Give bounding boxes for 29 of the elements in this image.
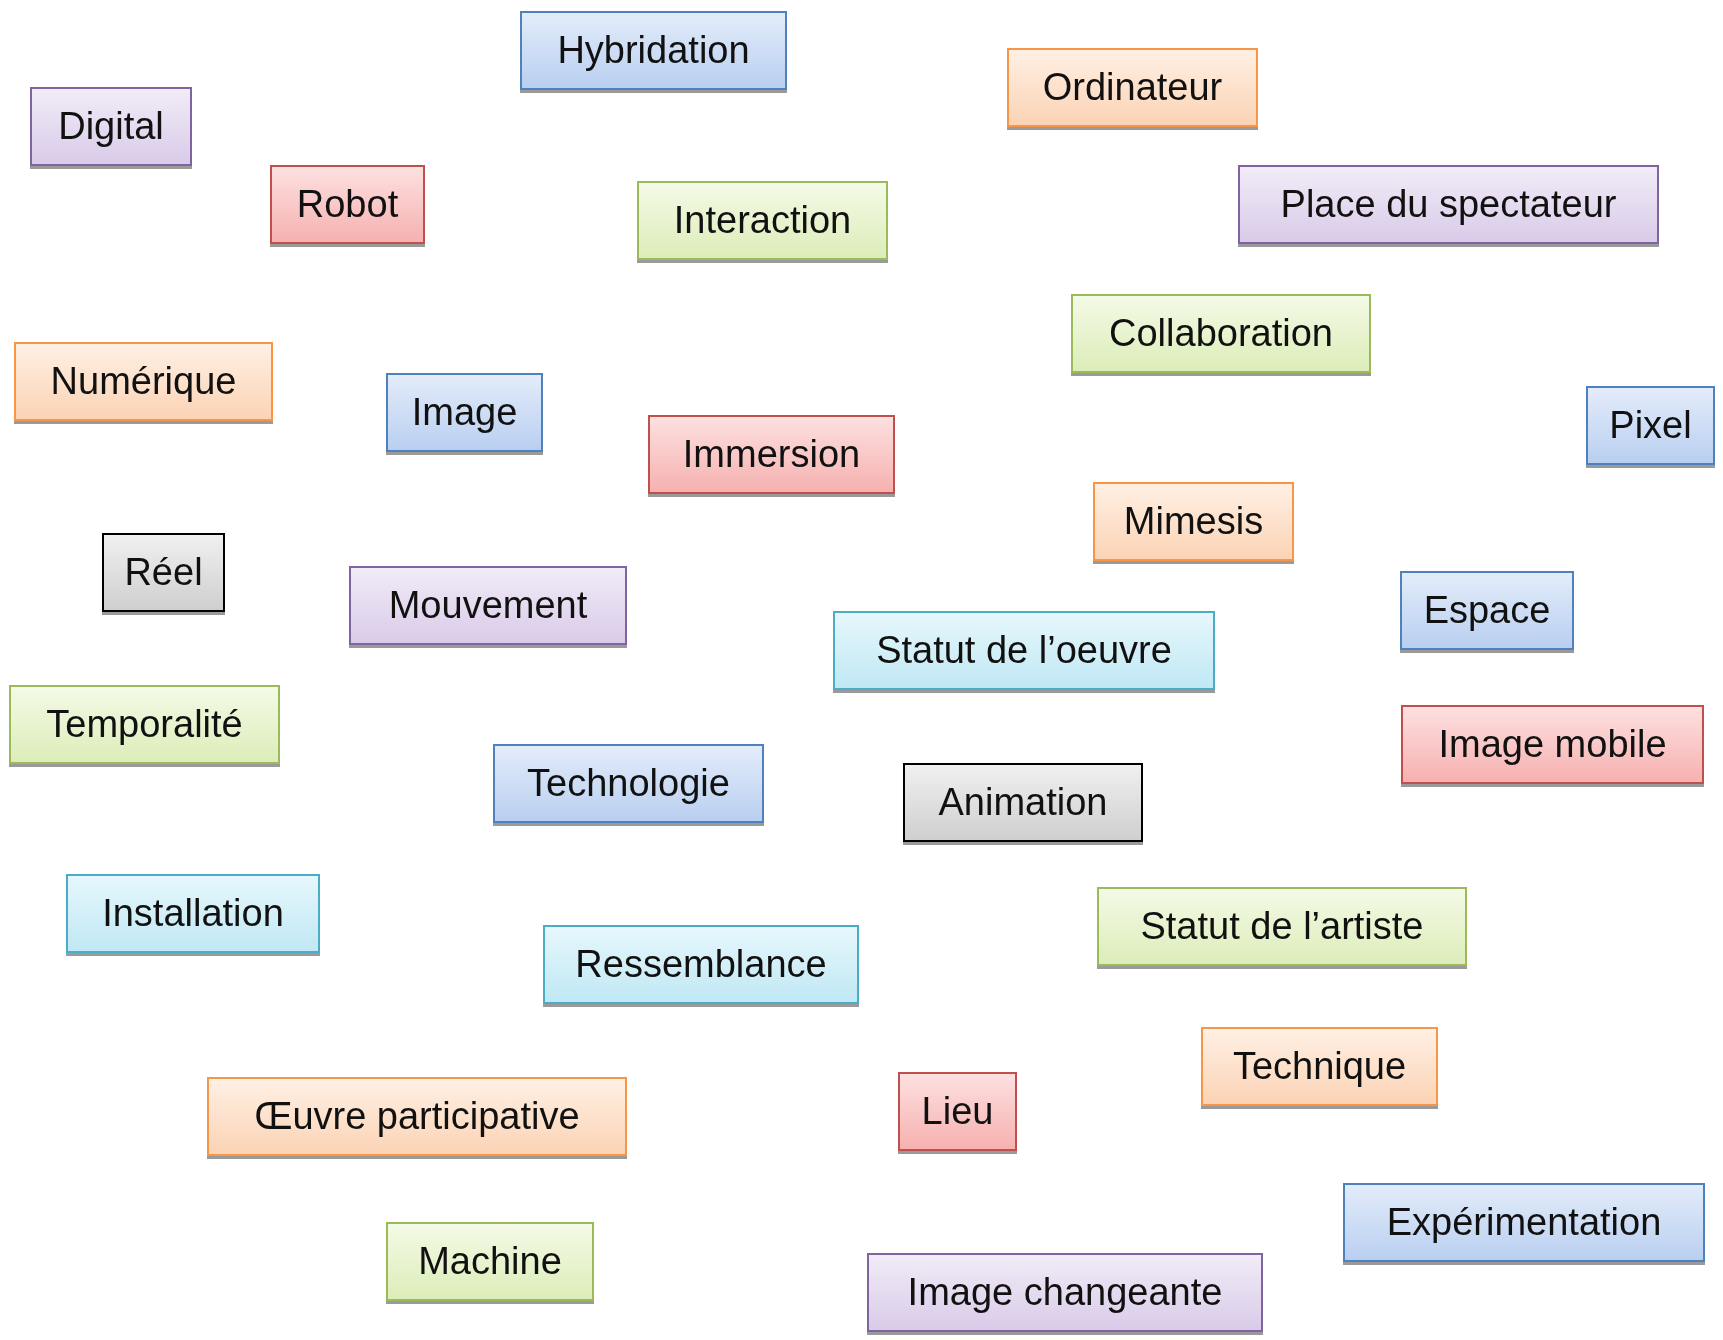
keyword-tag: Technique bbox=[1201, 1027, 1438, 1106]
keyword-tag: Ordinateur bbox=[1007, 48, 1258, 127]
keyword-tag: Espace bbox=[1400, 571, 1574, 650]
keyword-tag: Réel bbox=[102, 533, 225, 612]
keyword-tag: Mouvement bbox=[349, 566, 627, 645]
keyword-tag: Technologie bbox=[493, 744, 764, 823]
keyword-tag: Expérimentation bbox=[1343, 1183, 1705, 1262]
keyword-tag: Animation bbox=[903, 763, 1143, 842]
keyword-tag: Place du spectateur bbox=[1238, 165, 1659, 244]
keyword-tag: Pixel bbox=[1586, 386, 1715, 465]
keyword-tag: Image bbox=[386, 373, 543, 452]
keyword-tag: Hybridation bbox=[520, 11, 787, 90]
keyword-tag: Numérique bbox=[14, 342, 273, 421]
keyword-tag: Interaction bbox=[637, 181, 888, 260]
keyword-tag: Installation bbox=[66, 874, 320, 953]
keyword-tag: Mimesis bbox=[1093, 482, 1294, 561]
keyword-tag: Lieu bbox=[898, 1072, 1017, 1151]
keyword-tag: Digital bbox=[30, 87, 192, 166]
keyword-tag: Image mobile bbox=[1401, 705, 1704, 784]
keyword-tag: Collaboration bbox=[1071, 294, 1371, 373]
keyword-tag: Statut de l’oeuvre bbox=[833, 611, 1215, 690]
keyword-tag: Immersion bbox=[648, 415, 895, 494]
keyword-tag: Temporalité bbox=[9, 685, 280, 764]
keyword-tag: Statut de l’artiste bbox=[1097, 887, 1467, 966]
keyword-tag: Œuvre participative bbox=[207, 1077, 627, 1156]
keyword-tag: Robot bbox=[270, 165, 425, 244]
keyword-tag: Machine bbox=[386, 1222, 594, 1301]
keyword-tag: Ressemblance bbox=[543, 925, 859, 1004]
keyword-tag: Image changeante bbox=[867, 1253, 1263, 1332]
